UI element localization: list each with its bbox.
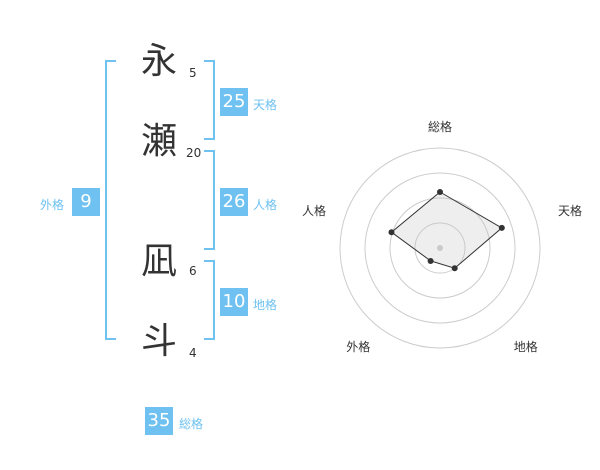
chikaku-value: 10 <box>220 288 248 316</box>
name-char-3: 凪 <box>141 241 178 282</box>
radar-point <box>388 229 395 236</box>
radar-axis-label: 地格 <box>513 340 538 355</box>
name-char-2: 瀬 <box>141 121 178 162</box>
radar-point <box>437 189 443 195</box>
radar-ring <box>414 222 466 274</box>
name-char-4: 斗 <box>141 321 178 362</box>
radar-axis-label: 総格 <box>428 119 453 134</box>
radar-ring <box>364 172 516 324</box>
name-char-1: 永 <box>141 41 178 82</box>
jinkaku-label: 人格 <box>253 198 278 212</box>
tenkaku-value: 25 <box>220 88 248 116</box>
stroke-count-1: 5 <box>189 66 197 80</box>
chikaku-bracket <box>204 260 215 340</box>
radar-ring <box>339 147 541 349</box>
stroke-count-4: 4 <box>189 346 197 360</box>
jinkaku-bracket <box>204 150 215 250</box>
radar-ring <box>389 197 491 299</box>
gaikaku-value: 9 <box>72 188 100 216</box>
radar-point <box>451 265 458 272</box>
tenkaku-label: 天格 <box>253 98 278 112</box>
stroke-count-3: 6 <box>189 264 197 278</box>
soukaku-label: 総格 <box>179 417 204 431</box>
radar-center <box>437 245 443 251</box>
soukaku-value: 35 <box>145 407 173 435</box>
gaikaku-label: 外格 <box>40 198 65 212</box>
radar-axis-label: 天格 <box>558 203 583 218</box>
radar-axis-label: 人格 <box>301 203 326 218</box>
chikaku-label: 地格 <box>253 298 278 312</box>
stroke-count-2: 20 <box>186 146 202 160</box>
gaikaku-bracket <box>105 60 116 340</box>
radar-axis-label: 外格 <box>346 340 371 355</box>
radar-polygon <box>390 191 503 269</box>
tenkaku-bracket <box>204 60 215 140</box>
jinkaku-value: 26 <box>220 188 248 216</box>
radar-point <box>498 224 505 231</box>
radar-point <box>427 257 434 264</box>
